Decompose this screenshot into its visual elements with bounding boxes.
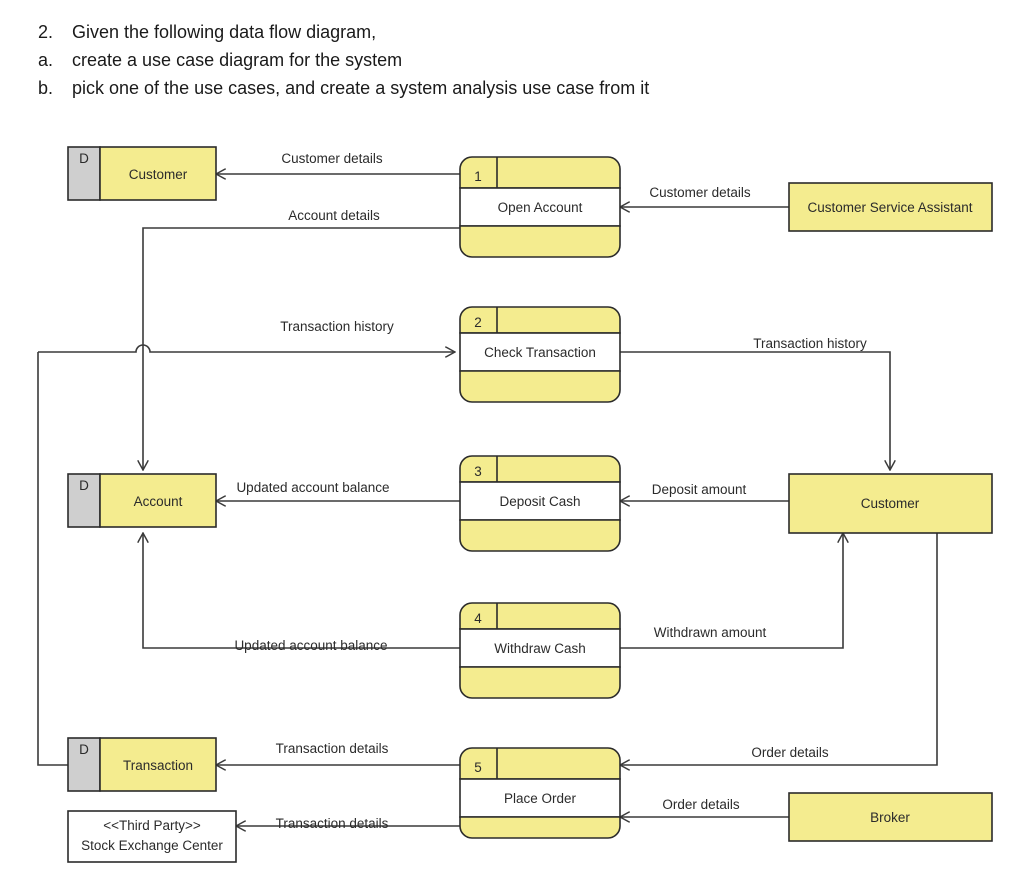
process-number: 4 [474, 611, 482, 626]
flow-label: Transaction history [280, 319, 394, 334]
datastore-account[interactable]: D Account [67, 473, 217, 528]
flow-line-updated-balance-withdraw [143, 533, 460, 649]
question-marker: b. [38, 78, 54, 98]
process-place-order[interactable]: 5 Place Order [459, 747, 621, 839]
entity-broker[interactable]: Broker [788, 792, 993, 842]
datastore-key: D [79, 742, 89, 757]
flow-label: Withdrawn amount [654, 625, 767, 640]
flow-line-account-details-to-account-store [143, 227, 460, 470]
flow-label: Deposit amount [652, 482, 747, 497]
external-system-label: Stock Exchange Center [81, 838, 223, 853]
flow-label: Transaction history [753, 336, 867, 351]
flow-line-transaction-store-riser [37, 352, 68, 766]
process-number: 1 [474, 169, 482, 184]
process-withdraw-cash[interactable]: 4 Withdraw Cash [459, 602, 621, 699]
datastore-key: D [79, 478, 89, 493]
external-system-stock-exchange-center[interactable]: <<Third Party>> Stock Exchange Center [67, 810, 237, 863]
question-line: a. create a use case diagram for the sys… [0, 50, 1024, 78]
entity-customer-service-assistant[interactable]: Customer Service Assistant [788, 182, 993, 232]
question-line: 2. Given the following data flow diagram… [0, 22, 1024, 50]
question-text: create a use case diagram for the system [72, 50, 403, 70]
process-name: Check Transaction [484, 345, 596, 360]
flow-label: Updated account balance [236, 480, 389, 495]
flow-label: Account details [288, 208, 380, 223]
process-name: Deposit Cash [499, 494, 580, 509]
question-block: 2. Given the following data flow diagram… [0, 22, 1024, 106]
flow-line-order-details-customer [620, 533, 938, 765]
process-name: Withdraw Cash [494, 641, 586, 656]
entity-label: Customer Service Assistant [807, 200, 972, 215]
process-number: 5 [474, 760, 482, 775]
process-deposit-cash[interactable]: 3 Deposit Cash [459, 455, 621, 552]
process-number: 2 [474, 315, 482, 330]
process-check-transaction[interactable]: 2 Check Transaction [459, 306, 621, 403]
datastore-label: Transaction [123, 758, 193, 773]
external-system-stereotype: <<Third Party>> [103, 818, 201, 833]
process-name: Open Account [498, 200, 583, 215]
datastore-transaction[interactable]: D Transaction [67, 737, 217, 792]
flow-label: Updated account balance [234, 638, 387, 653]
flow-label: Order details [751, 745, 829, 760]
question-text: pick one of the use cases, and create a … [72, 78, 650, 98]
question-line: b. pick one of the use cases, and create… [0, 78, 1024, 106]
flow-line-withdrawn-amount [620, 533, 843, 649]
question-marker: 2. [38, 22, 54, 42]
datastore-customer[interactable]: D Customer [67, 146, 217, 201]
entity-customer[interactable]: Customer [788, 473, 993, 534]
flow-label: Transaction details [276, 816, 389, 831]
process-open-account[interactable]: 1 Open Account [459, 156, 621, 258]
flow-label: Customer details [281, 151, 383, 166]
datastore-label: Customer [129, 167, 188, 182]
flow-line-transaction-history-to-customer [620, 351, 890, 470]
flow-label: Customer details [649, 185, 751, 200]
question-marker: a. [38, 50, 54, 70]
process-number: 3 [474, 464, 482, 479]
process-name: Place Order [504, 791, 577, 806]
flow-line-transaction-history-to-check-transaction [38, 344, 455, 352]
entity-label: Customer [861, 496, 920, 511]
datastore-label: Account [134, 494, 183, 509]
entity-label: Broker [870, 810, 910, 825]
datastore-key: D [79, 151, 89, 166]
question-text: Given the following data flow diagram, [72, 22, 377, 42]
flow-label: Transaction details [276, 741, 389, 756]
flow-label: Order details [662, 797, 740, 812]
